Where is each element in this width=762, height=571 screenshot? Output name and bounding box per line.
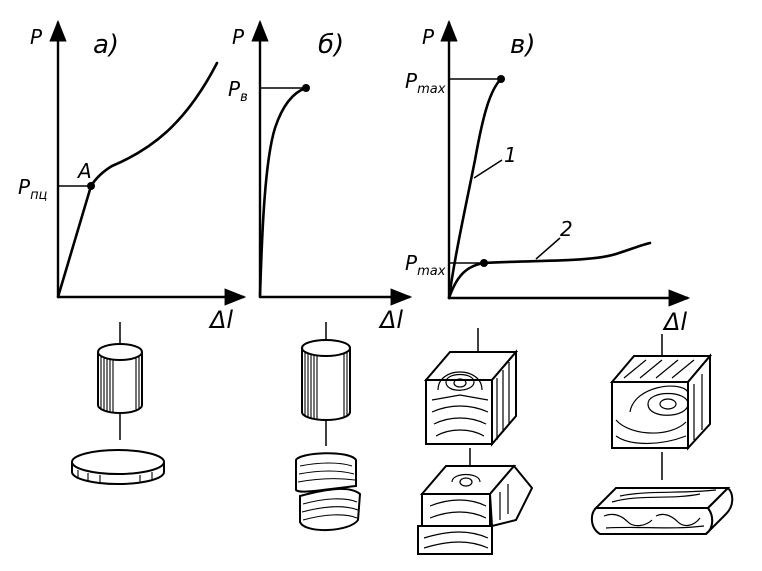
panel-c-leader-2 <box>535 237 561 260</box>
panel-a: P а) Δl A Pпц <box>18 19 247 334</box>
panel-c-curve-1-label: 1 <box>504 143 517 167</box>
panel-c-y-axis-label: P <box>422 25 435 49</box>
panel-a-point-label: A <box>76 159 92 183</box>
specimen-c2-grain <box>615 359 703 445</box>
specimen-b-lower-part <box>299 488 362 532</box>
panel-a-y-axis-label: P <box>30 25 43 49</box>
panel-a-label: а) <box>93 30 119 60</box>
panel-c-curve-1 <box>447 77 503 300</box>
panel-c-x-axis-label: Δl <box>662 308 687 336</box>
specimen-b-cylinder-body <box>301 348 351 421</box>
specimen-c1-grain <box>431 362 510 440</box>
panel-c-leader-1 <box>473 159 503 179</box>
specimen-b-shading <box>297 462 359 521</box>
panel-b-load-curve <box>258 86 308 299</box>
panel-b-label: б) <box>318 30 344 60</box>
specimen-c2-flat-side <box>705 486 734 535</box>
panel-c-load-label-bottom: Pmax <box>405 251 446 279</box>
panel-a-load-label: Pпц <box>18 175 48 203</box>
panel-b-x-axis-label: Δl <box>378 306 403 334</box>
panel-a-load-curve <box>56 61 219 299</box>
specimen-a-disc-top <box>71 449 165 475</box>
panel-b-load-label: Pв <box>228 77 248 105</box>
specimen-c2-flat-front <box>590 507 714 535</box>
panel-c: P в) Δl 1 2 Pmax Pmax <box>405 19 691 336</box>
specimen-c2-flat-grain <box>603 489 717 529</box>
panel-c-curve-2-label: 2 <box>560 217 573 241</box>
panel-b-y-axis-label: P <box>232 25 245 49</box>
panel-b: P б) Δl Pв <box>228 19 413 334</box>
specimen-a-disc-shading <box>77 470 153 483</box>
panel-a-point-a <box>87 182 95 190</box>
specimen-c2 <box>590 334 734 535</box>
specimen-c1-crushed-front-upper <box>421 493 491 529</box>
panel-a-x-axis-label: Δl <box>208 306 233 334</box>
panel-c-max-point-2 <box>480 259 488 267</box>
specimen-c1 <box>417 328 534 555</box>
specimen-b-cylinder-top <box>301 339 351 357</box>
specimen-a-cylinder-body <box>97 352 143 414</box>
panel-c-max-point-1 <box>497 75 505 83</box>
specimen-c1-cube-side <box>491 349 517 447</box>
specimen-c2-cube-front <box>611 381 689 449</box>
specimen-b <box>295 322 362 532</box>
specimen-a <box>71 322 165 485</box>
specimen-a-cylinder-top <box>97 343 143 361</box>
panel-c-curve-2 <box>447 241 652 300</box>
specimen-c1-crushed-grain <box>423 473 509 549</box>
specimen-b-upper-part <box>295 452 357 493</box>
specimen-a-cylinder-shading <box>100 356 140 412</box>
specimen-c1-crushed-front-lower <box>417 525 493 555</box>
panel-b-max-point <box>302 84 310 92</box>
specimen-b-cylinder-shading <box>304 352 348 419</box>
panel-c-label: в) <box>510 30 535 60</box>
panel-c-load-label-top: Pmax <box>405 69 446 97</box>
